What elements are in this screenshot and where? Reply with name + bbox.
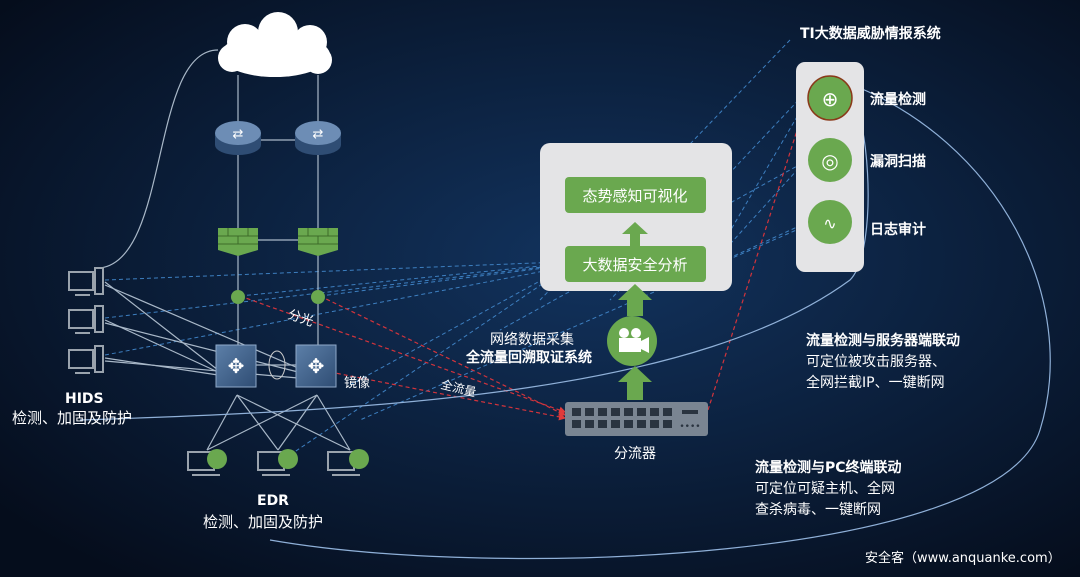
port-icon — [637, 420, 646, 428]
core-switch-icon: ✥ — [295, 344, 337, 388]
optical-splitter-icon — [231, 290, 245, 304]
svg-text:∿: ∿ — [823, 214, 836, 233]
hids-description: 检测、加固及防护 — [12, 409, 132, 427]
red-dashed-links — [239, 94, 810, 421]
svg-text:⊕: ⊕ — [822, 87, 839, 111]
log-pulse-icon — [808, 200, 852, 244]
server-linkage-line2: 全网拦截IP、一键断网 — [806, 374, 945, 391]
visualization-label: 态势感知可视化 — [582, 187, 687, 205]
curved-linkage-lines — [79, 81, 1051, 560]
pc-linkage-title: 流量检测与PC终端联动 — [755, 459, 902, 476]
port-icon — [637, 408, 646, 416]
port-icon — [572, 408, 581, 416]
port-icon — [663, 420, 672, 428]
backtrack-system-label: 全流量回溯取证系统 — [465, 349, 592, 366]
port-icon — [585, 408, 594, 416]
collect-label: 网络数据采集 — [490, 331, 574, 348]
log-audit-item: ∿ 日志审计 — [808, 200, 926, 244]
port-icon — [611, 420, 620, 428]
core-switch-icon: ✥ — [215, 344, 257, 388]
link-aggregation-icon — [268, 350, 286, 380]
mirror-label: 镜像 — [344, 376, 370, 391]
edr-description: 检测、加固及防护 — [203, 513, 323, 531]
svg-text:✥: ✥ — [308, 354, 325, 378]
router-icon: ⇄ — [295, 121, 341, 155]
firewall-icon — [298, 228, 338, 256]
svg-text:⇄: ⇄ — [313, 127, 324, 142]
visualization-box — [565, 177, 706, 213]
pc-linkage-line2: 查杀病毒、一键断网 — [755, 502, 881, 518]
up-arrow-icon — [622, 222, 648, 246]
ti-item-label: 日志审计 — [870, 221, 926, 238]
port-icon — [598, 408, 607, 416]
traffic-detection-item: ⊕ 流量检测 — [807, 75, 926, 121]
svg-text:••••: •••• — [679, 422, 700, 432]
pc-linkage-line1: 可定位可疑主机、全网 — [755, 480, 895, 497]
traffic-splitter-icon: •••• — [565, 402, 708, 436]
optical-splitter-icon — [311, 290, 325, 304]
port-icon — [650, 408, 659, 416]
edr-title: EDR — [257, 493, 289, 509]
port-icon — [611, 408, 620, 416]
camera-collector-icon — [607, 316, 657, 366]
internet-cloud-icon — [218, 12, 332, 77]
bigdata-analysis-label: 大数据安全分析 — [582, 256, 687, 274]
target-icon — [808, 138, 852, 182]
splitter-label: 分流器 — [614, 446, 656, 462]
up-arrow-icon — [618, 366, 652, 400]
globe-search-icon — [807, 75, 853, 121]
watermark: 安全客（www.anquanke.com） — [865, 550, 1061, 566]
port-icon — [572, 420, 581, 428]
port-icon — [650, 420, 659, 428]
port-icon — [624, 420, 633, 428]
port-icon — [598, 420, 607, 428]
svg-text:◎: ◎ — [821, 149, 838, 173]
edr-pc-icon — [187, 449, 369, 476]
ti-item-label: 流量检测 — [870, 91, 926, 108]
hids-server-icon — [68, 267, 104, 374]
router-icon: ⇄ — [215, 121, 261, 155]
server-linkage-line1: 可定位被攻击服务器、 — [806, 354, 946, 370]
hids-title: HIDS — [65, 391, 104, 407]
ti-system-title: TI大数据威胁情报系统 — [800, 25, 941, 42]
firewall-icon — [218, 228, 258, 256]
svg-text:⇄: ⇄ — [233, 127, 244, 142]
up-arrow-icon — [618, 284, 652, 316]
vulnerability-scan-item: ◎ 漏洞扫描 — [808, 138, 926, 182]
port-icon — [663, 408, 672, 416]
ti-item-label: 漏洞扫描 — [870, 153, 926, 170]
svg-text:✥: ✥ — [228, 354, 245, 378]
server-linkage-title: 流量检测与服务器端联动 — [806, 332, 960, 349]
bigdata-analysis-box — [565, 246, 706, 282]
port-icon — [624, 408, 633, 416]
port-icon — [585, 420, 594, 428]
